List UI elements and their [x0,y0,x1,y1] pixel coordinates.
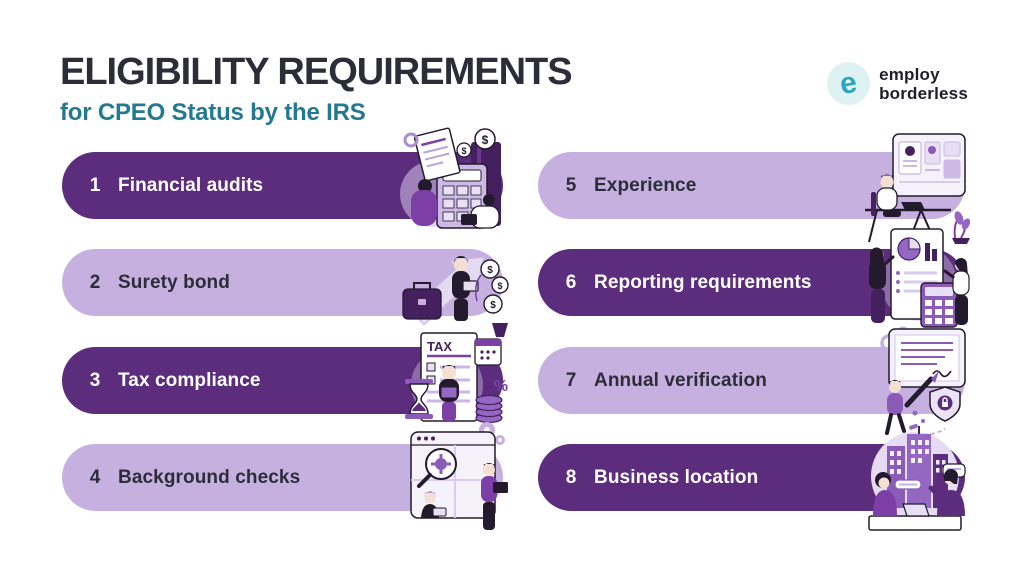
logo-line-2: borderless [879,83,968,103]
item-label: Experience [594,174,697,196]
item-number: 3 [89,369,101,391]
list-item-surety-bond: 2 Surety bond $ $ $ [62,249,509,337]
svg-text:$: $ [461,146,466,156]
list-item-reporting-requirements: 6 Reporting requirements [538,228,970,328]
item-number: 2 [89,271,101,293]
item-number: 8 [565,466,577,488]
experience-illustration [859,126,971,244]
page-title: ELIGIBILITY REQUIREMENTS [60,51,573,93]
employ-borderless-logo: e employ borderless [827,62,968,105]
list-item-background-checks: 4 Background checks [62,422,508,530]
list-item-experience: 5 Experience [538,133,971,244]
annual-verification-illustration [859,321,971,439]
item-label: Reporting requirements [594,271,812,293]
item-number: 4 [89,466,101,488]
reporting-requirements-illustration [859,223,971,341]
list-item-annual-verification: 7 Annual verification [538,326,966,436]
item-number: 7 [565,369,577,391]
item-label: Surety bond [118,271,230,293]
financial-audits-illustration: $ $ [397,126,509,244]
logo-e-icon: e [827,62,871,105]
list-item-business-location: 8 Business location [538,426,966,531]
background-checks-illustration [397,418,509,536]
item-label: Financial audits [118,174,264,196]
logo-wordmark: employ borderless [879,65,968,103]
svg-text:$: $ [497,281,502,291]
page-subtitle: for CPEO Status by the IRS [60,98,366,126]
item-label: Background checks [118,466,301,488]
logo-mark-letter: e [837,65,860,101]
svg-text:%: % [494,378,508,395]
tax-compliance-illustration: TAX [397,321,509,439]
svg-text:$: $ [487,265,493,276]
item-label: Business location [594,466,759,488]
surety-bond-illustration: $ $ $ [397,223,509,341]
business-location-illustration [859,418,971,536]
item-label: Annual verification [594,369,767,391]
svg-text:TAX: TAX [427,339,452,354]
header: ELIGIBILITY REQUIREMENTS for CPEO Status… [60,51,573,127]
svg-text:$: $ [482,133,489,147]
list-item-financial-audits: 1 Financial audits [62,127,503,229]
logo-line-1: employ [879,64,940,84]
item-number: 5 [565,174,577,196]
svg-text:$: $ [490,300,496,311]
list-item-tax-compliance: 3 Tax compliance TAX [62,332,508,424]
item-number: 6 [565,271,577,293]
item-number: 1 [89,174,101,196]
item-label: Tax compliance [118,369,261,391]
